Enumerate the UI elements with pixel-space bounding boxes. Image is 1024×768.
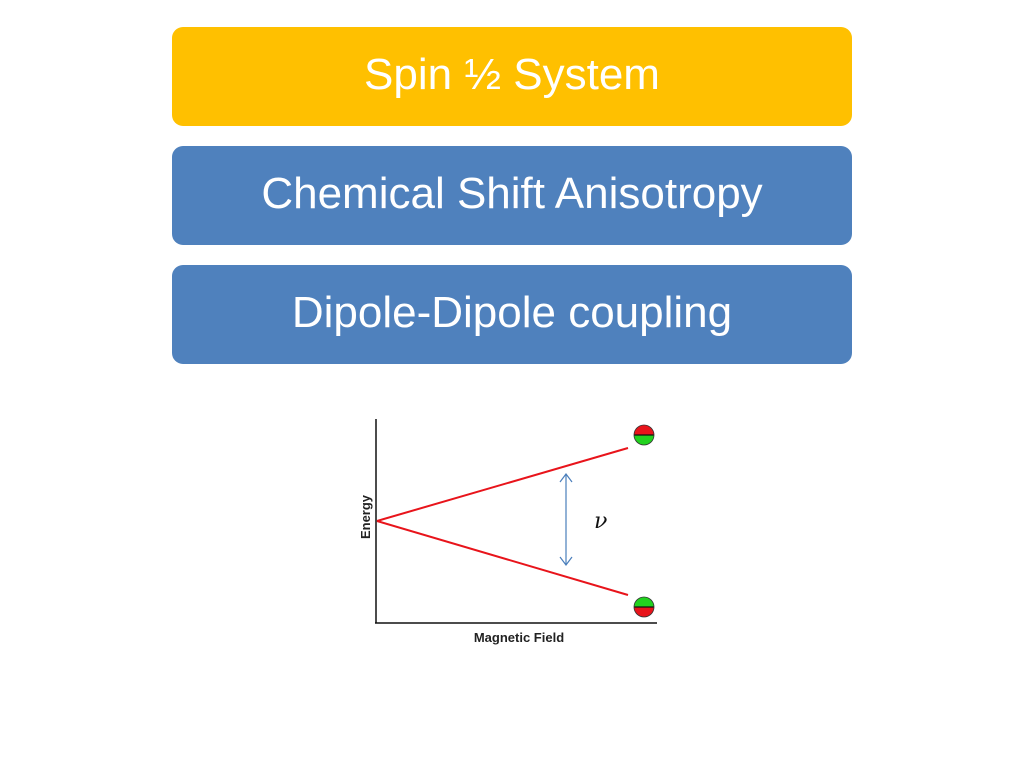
dipole-dipole-coupling-label: Dipole-Dipole coupling (291, 287, 733, 337)
spin-half-system-box: Spin ½ System (172, 27, 852, 126)
lower-spin-state-icon (633, 596, 655, 618)
upper-spin-state-icon (633, 424, 655, 446)
y-axis-label: Energy (358, 494, 373, 539)
spin-half-system-label: Spin ½ System (364, 49, 660, 99)
dipole-dipole-coupling-box: Dipole-Dipole coupling (172, 265, 852, 364)
energy-gap-arrow (559, 473, 573, 566)
upper-energy-line (376, 447, 629, 522)
x-axis-label: Magnetic Field (474, 630, 564, 645)
energy-gap-symbol: ν (594, 509, 607, 534)
chemical-shift-anisotropy-box: Chemical Shift Anisotropy (172, 146, 852, 245)
chemical-shift-anisotropy-label: Chemical Shift Anisotropy (261, 168, 763, 218)
lower-energy-line (376, 520, 629, 596)
